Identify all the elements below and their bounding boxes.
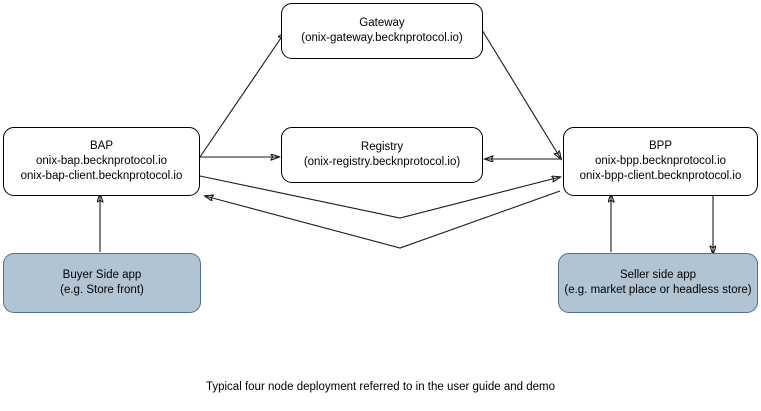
node-buyer-title: Buyer Side app <box>62 269 142 281</box>
node-bpp-client-url: onix-bpp-client.becknprotocol.io <box>579 170 742 182</box>
edge-bap-to-gateway <box>199 32 285 158</box>
node-bap-title: BAP <box>89 140 113 152</box>
node-registry-title: Registry <box>360 141 404 153</box>
node-buyer-side-app[interactable]: Buyer Side app (e.g. Store front) <box>3 253 201 313</box>
node-bpp-url: onix-bpp.becknprotocol.io <box>594 155 727 167</box>
node-bpp[interactable]: BPP onix-bpp.becknprotocol.io onix-bpp-c… <box>563 127 758 196</box>
node-seller-title: Seller side app <box>619 269 697 281</box>
node-bap[interactable]: BAP onix-bap.becknprotocol.io onix-bap-c… <box>3 127 200 196</box>
node-bpp-title: BPP <box>648 140 672 152</box>
node-seller-side-app[interactable]: Seller side app (e.g. market place or he… <box>558 253 758 313</box>
node-gateway[interactable]: Gateway (onix-gateway.becknprotocol.io) <box>281 3 483 59</box>
edge-bpp-to-bap <box>205 190 561 249</box>
node-registry[interactable]: Registry (onix-registry.becknprotocol.io… <box>281 127 483 183</box>
diagram-caption: Typical four node deployment referred to… <box>205 381 556 393</box>
edge-gateway-to-bpp <box>481 29 561 159</box>
node-registry-url: (onix-registry.becknprotocol.io) <box>303 156 461 168</box>
node-gateway-title: Gateway <box>359 17 405 29</box>
node-seller-subtitle: (e.g. market place or headless store) <box>564 284 752 296</box>
node-gateway-url: (onix-gateway.becknprotocol.io) <box>301 32 463 44</box>
node-buyer-subtitle: (e.g. Store front) <box>60 284 144 296</box>
node-bap-client-url: onix-bap-client.becknprotocol.io <box>20 170 183 182</box>
node-bap-url: onix-bap.becknprotocol.io <box>35 155 168 167</box>
